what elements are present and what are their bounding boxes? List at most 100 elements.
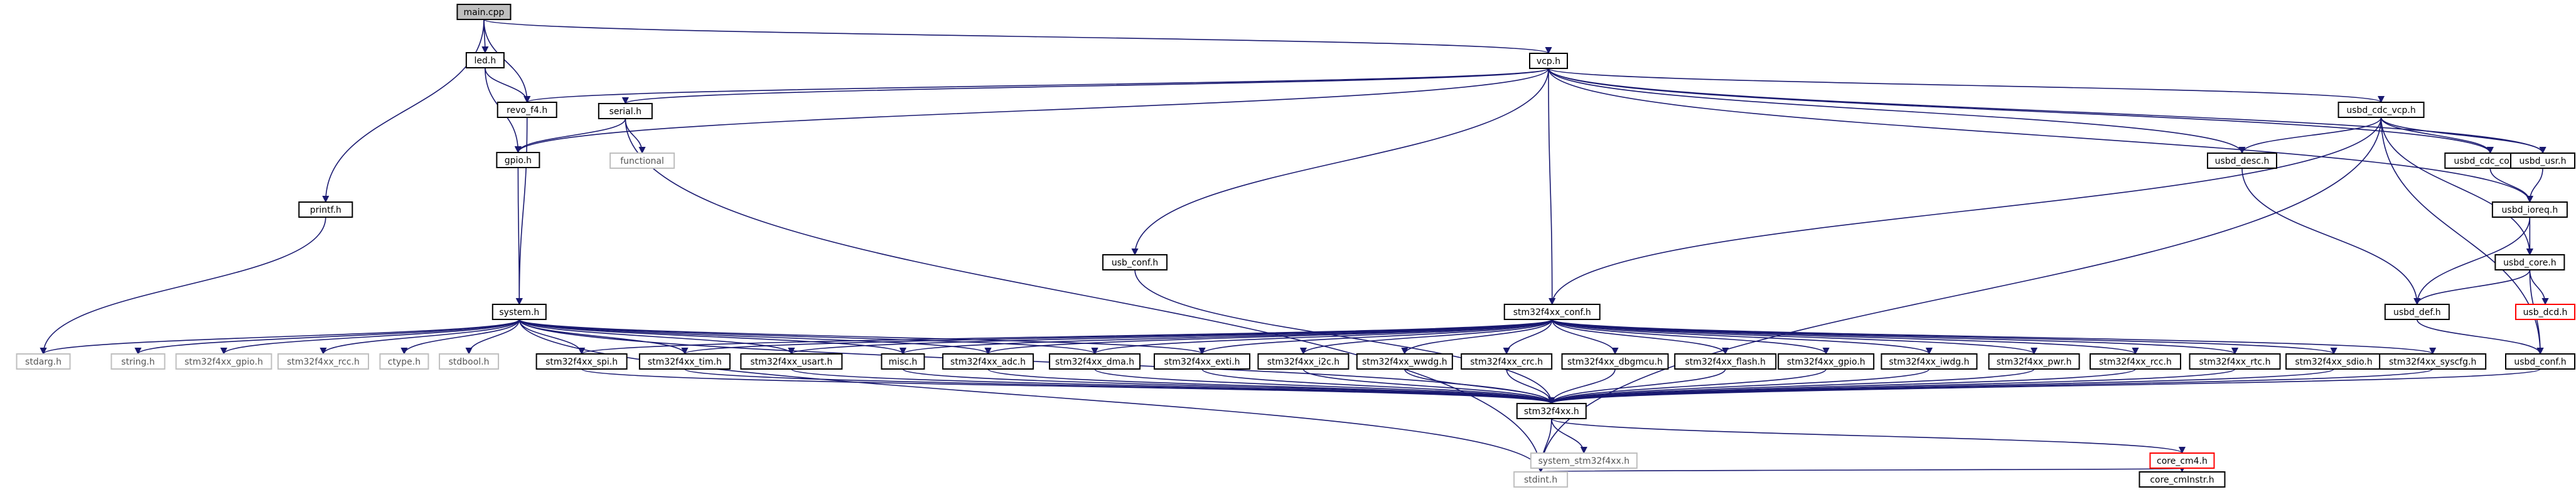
include-edge bbox=[625, 118, 646, 154]
include-edge bbox=[1551, 319, 2037, 355]
node-stm32f4xx-conf-h[interactable]: stm32f4xx_conf.h bbox=[1503, 304, 1601, 320]
node-usbd-usr-h[interactable]: usbd_usr.h bbox=[2510, 152, 2575, 169]
node-stm32f4xx-i2c-h[interactable]: stm32f4xx_i2c.h bbox=[1257, 353, 1350, 370]
node-stm32f4xx-gpio-sys[interactable]: stm32f4xx_gpio.h bbox=[175, 353, 272, 370]
node-usbd-conf-h[interactable]: usbd_conf.h bbox=[2505, 353, 2575, 370]
include-edge bbox=[1548, 368, 2334, 405]
node-usb-conf-h[interactable]: usb_conf.h bbox=[1102, 254, 1168, 270]
node-led-h[interactable]: led.h bbox=[465, 52, 505, 68]
node-box bbox=[535, 353, 628, 370]
node-stm32f4xx-exti-h[interactable]: stm32f4xx_exti.h bbox=[1154, 353, 1251, 370]
node-label: stdarg.h bbox=[25, 357, 62, 367]
include-edge bbox=[1551, 319, 2139, 355]
include-edge bbox=[518, 319, 795, 355]
include-edge bbox=[485, 67, 531, 104]
node-label: stm32f4xx.h bbox=[1524, 407, 1579, 417]
node-vcp-h[interactable]: vcp.h bbox=[1529, 53, 1569, 69]
node-stm32f4xx-syscfg-h[interactable]: stm32f4xx_syscfg.h bbox=[2379, 353, 2487, 370]
node-box bbox=[1154, 353, 1251, 370]
node-box bbox=[175, 353, 272, 370]
node-label: stm32f4xx_rtc.h bbox=[2199, 357, 2271, 367]
node-label: usb_dcd.h bbox=[2523, 308, 2568, 318]
node-ctype-h[interactable]: ctype.h bbox=[379, 353, 429, 370]
node-label: stm32f4xx_gpio.h bbox=[1787, 357, 1865, 367]
node-stdbool-h[interactable]: stdbool.h bbox=[439, 353, 500, 370]
node-printf-h[interactable]: printf.h bbox=[298, 201, 353, 218]
include-edge bbox=[2380, 117, 2494, 154]
node-box bbox=[465, 52, 505, 68]
node-system-h[interactable]: system.h bbox=[491, 304, 547, 320]
node-label: misc.h bbox=[889, 357, 918, 367]
node-box bbox=[942, 353, 1034, 370]
include-edge bbox=[1551, 418, 1587, 454]
node-misc-h[interactable]: misc.h bbox=[881, 353, 925, 370]
node-string-h[interactable]: string.h bbox=[110, 353, 166, 370]
node-system-stm32f4xx-h[interactable]: system_stm32f4xx.h bbox=[1530, 452, 1638, 469]
node-revo-f4-h[interactable]: revo_f4.h bbox=[496, 102, 557, 118]
node-stm32f4xx-rcc-h[interactable]: stm32f4xx_rcc.h bbox=[2089, 353, 2181, 370]
include-edge bbox=[1134, 269, 1555, 405]
node-stm32f4xx-wwdg-h[interactable]: stm32f4xx_wwdg.h bbox=[1356, 353, 1453, 370]
node-stm32f4xx-dbgmcu-h[interactable]: stm32f4xx_dbgmcu.h bbox=[1561, 353, 1669, 370]
include-edge bbox=[1551, 418, 2186, 454]
include-edge bbox=[791, 368, 1555, 405]
node-label: stm32f4xx_rcc.h bbox=[287, 357, 360, 367]
node-stm32f4xx-iwdg-h[interactable]: stm32f4xx_iwdg.h bbox=[1881, 353, 1978, 370]
node-usbd-desc-h[interactable]: usbd_desc.h bbox=[2206, 152, 2277, 169]
node-stm32f4xx-rtc-h[interactable]: stm32f4xx_rtc.h bbox=[2189, 353, 2281, 370]
node-stm32f4xx-gpio-h[interactable]: stm32f4xx_gpio.h bbox=[1778, 353, 1875, 370]
node-box bbox=[16, 353, 71, 370]
include-edge bbox=[622, 68, 1549, 105]
include-edge bbox=[1131, 68, 1549, 256]
node-label: usbd_desc.h bbox=[2215, 156, 2270, 166]
node-stm32f4xx-spi-h[interactable]: stm32f4xx_spi.h bbox=[535, 353, 628, 370]
node-usbd-ioreq-h[interactable]: usbd_ioreq.h bbox=[2491, 201, 2568, 218]
node-stm32f4xx-flash-h[interactable]: stm32f4xx_flash.h bbox=[1674, 353, 1777, 370]
node-stm32f4xx-crc-h[interactable]: stm32f4xx_crc.h bbox=[1461, 353, 1553, 370]
node-stm32f4xx-sdio-h[interactable]: stm32f4xx_sdio.h bbox=[2285, 353, 2383, 370]
node-label: stm32f4xx_tim.h bbox=[648, 357, 722, 367]
node-usbd-def-h[interactable]: usbd_def.h bbox=[2384, 304, 2450, 320]
include-edge bbox=[515, 68, 1549, 154]
node-label: functional bbox=[620, 156, 664, 166]
include-edge bbox=[1548, 368, 1827, 405]
include-edge bbox=[902, 368, 1555, 405]
node-core-cm4-h[interactable]: core_cm4.h bbox=[2149, 452, 2215, 469]
node-box bbox=[496, 102, 557, 118]
node-box bbox=[2384, 304, 2450, 320]
node-box bbox=[2206, 152, 2277, 169]
node-stm32f4xx-rcc-sys[interactable]: stm32f4xx_rcc.h bbox=[277, 353, 370, 370]
node-main-cpp[interactable]: main.cpp bbox=[456, 4, 512, 20]
node-box bbox=[2337, 102, 2425, 118]
node-serial-h[interactable]: serial.h bbox=[598, 103, 653, 119]
node-stdarg-h[interactable]: stdarg.h bbox=[16, 353, 71, 370]
node-label: stm32f4xx_flash.h bbox=[1685, 357, 1766, 367]
node-box bbox=[2285, 353, 2383, 370]
node-box bbox=[2494, 254, 2565, 270]
node-usbd-core-h[interactable]: usbd_core.h bbox=[2494, 254, 2565, 270]
node-label: ctype.h bbox=[388, 357, 421, 367]
node-functional[interactable]: functional bbox=[609, 152, 675, 169]
node-label: usbd_core.h bbox=[2503, 258, 2557, 268]
node-stm32f4xx-tim-h[interactable]: stm32f4xx_tim.h bbox=[638, 353, 731, 370]
node-core-cmInstr-h[interactable]: core_cmInstr.h bbox=[2139, 471, 2226, 488]
node-stm32f4xx-h[interactable]: stm32f4xx.h bbox=[1516, 403, 1587, 419]
node-stm32f4xx-pwr-h[interactable]: stm32f4xx_pwr.h bbox=[1988, 353, 2080, 370]
node-label: usbd_cdc_vcp.h bbox=[2346, 105, 2415, 115]
node-usb-dcd-h[interactable]: usb_dcd.h bbox=[2515, 304, 2575, 320]
node-usbd-cdc-vcp-h[interactable]: usbd_cdc_vcp.h bbox=[2337, 102, 2425, 118]
node-stm32f4xx-adc-h[interactable]: stm32f4xx_adc.h bbox=[942, 353, 1034, 370]
node-stdint-h[interactable]: stdint.h bbox=[1513, 471, 1569, 488]
include-edge bbox=[1548, 368, 1726, 405]
node-stm32f4xx-dma-h[interactable]: stm32f4xx_dma.h bbox=[1049, 353, 1141, 370]
node-box bbox=[379, 353, 429, 370]
include-edge bbox=[2489, 168, 2533, 203]
include-edge bbox=[1551, 319, 1729, 355]
node-box bbox=[638, 353, 731, 370]
node-box bbox=[2139, 471, 2226, 488]
node-box bbox=[1503, 304, 1601, 320]
node-stm32f4xx-usart-h[interactable]: stm32f4xx_usart.h bbox=[740, 353, 843, 370]
include-edge bbox=[518, 319, 906, 355]
node-gpio-h[interactable]: gpio.h bbox=[496, 152, 540, 168]
node-label: usbd_cdc_core.h bbox=[2454, 156, 2526, 166]
